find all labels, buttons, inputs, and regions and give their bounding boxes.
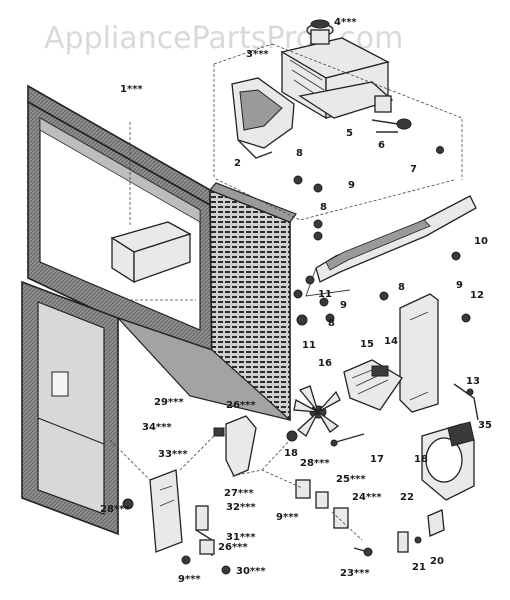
part-label-p1: 1*** — [120, 84, 143, 95]
part-label-p27: 27*** — [224, 488, 254, 499]
part-label-p7: 7 — [410, 164, 417, 175]
part-label-p8d: 8 — [328, 318, 335, 329]
part-label-p20: 20 — [430, 556, 444, 567]
part-label-p18b: 18 — [414, 454, 428, 465]
part-label-p13: 13 — [466, 376, 480, 387]
part-label-p25: 25*** — [336, 474, 366, 485]
part-label-p35: 35 — [478, 420, 492, 431]
part-label-p22: 22 — [400, 492, 414, 503]
part-label-p24: 24*** — [352, 492, 382, 503]
oven-cabinet — [21, 84, 297, 536]
part-label-p12: 12 — [470, 290, 484, 301]
magnetron — [280, 19, 394, 120]
part-label-p9a: 9 — [348, 180, 355, 191]
part-label-p9d: 9*** — [276, 512, 299, 523]
fan-motor-assembly — [286, 293, 479, 501]
part-label-p8a: 8 — [296, 148, 303, 159]
part-label-p29: 29*** — [154, 397, 184, 408]
part-label-p31: 31*** — [226, 532, 256, 543]
part-label-p5: 5 — [346, 128, 353, 139]
part-label-p15: 15 — [360, 339, 374, 350]
air-duct-part-2 — [231, 77, 295, 159]
part-label-p32: 32*** — [226, 502, 256, 513]
part-label-p11b: 11 — [302, 340, 316, 351]
part-label-p6: 6 — [378, 140, 385, 151]
part-label-p30: 30*** — [236, 566, 266, 577]
part-label-p8c: 8 — [398, 282, 405, 293]
part-label-p14: 14 — [384, 336, 398, 347]
part-label-p8b: 8 — [320, 202, 327, 213]
part-label-p2: 2 — [234, 158, 241, 169]
part-label-p10: 10 — [474, 236, 488, 247]
fan-blade-part-16 — [293, 385, 341, 437]
part-label-p26a: 26*** — [226, 400, 256, 411]
part-label-p3: 3*** — [246, 49, 269, 60]
rail-part-10 — [305, 195, 477, 297]
part-label-p28b: 28*** — [100, 504, 130, 515]
part-label-p23: 23*** — [340, 568, 370, 579]
part-label-p9e: 9*** — [178, 574, 201, 585]
door-switch-assembly — [122, 415, 445, 575]
part-label-p17: 17 — [370, 454, 384, 465]
part-label-p9c: 9 — [340, 300, 347, 311]
thermal-cutout-part-6 — [371, 118, 412, 133]
part-label-p33: 33*** — [158, 449, 188, 460]
part-label-p21: 21 — [412, 562, 426, 573]
part-label-p26b: 26*** — [218, 542, 248, 553]
fan-shroud-part-18 — [421, 421, 475, 501]
screws — [293, 146, 471, 326]
part-label-p34: 34*** — [142, 422, 172, 433]
part-label-p11a: 11 — [318, 289, 332, 300]
part-label-p16: 16 — [318, 358, 332, 369]
part-label-p28a: 28*** — [300, 458, 330, 469]
part-label-p9b: 9 — [456, 280, 463, 291]
part-label-p18a: 18 — [284, 448, 298, 459]
part-label-p4: 4*** — [334, 17, 357, 28]
